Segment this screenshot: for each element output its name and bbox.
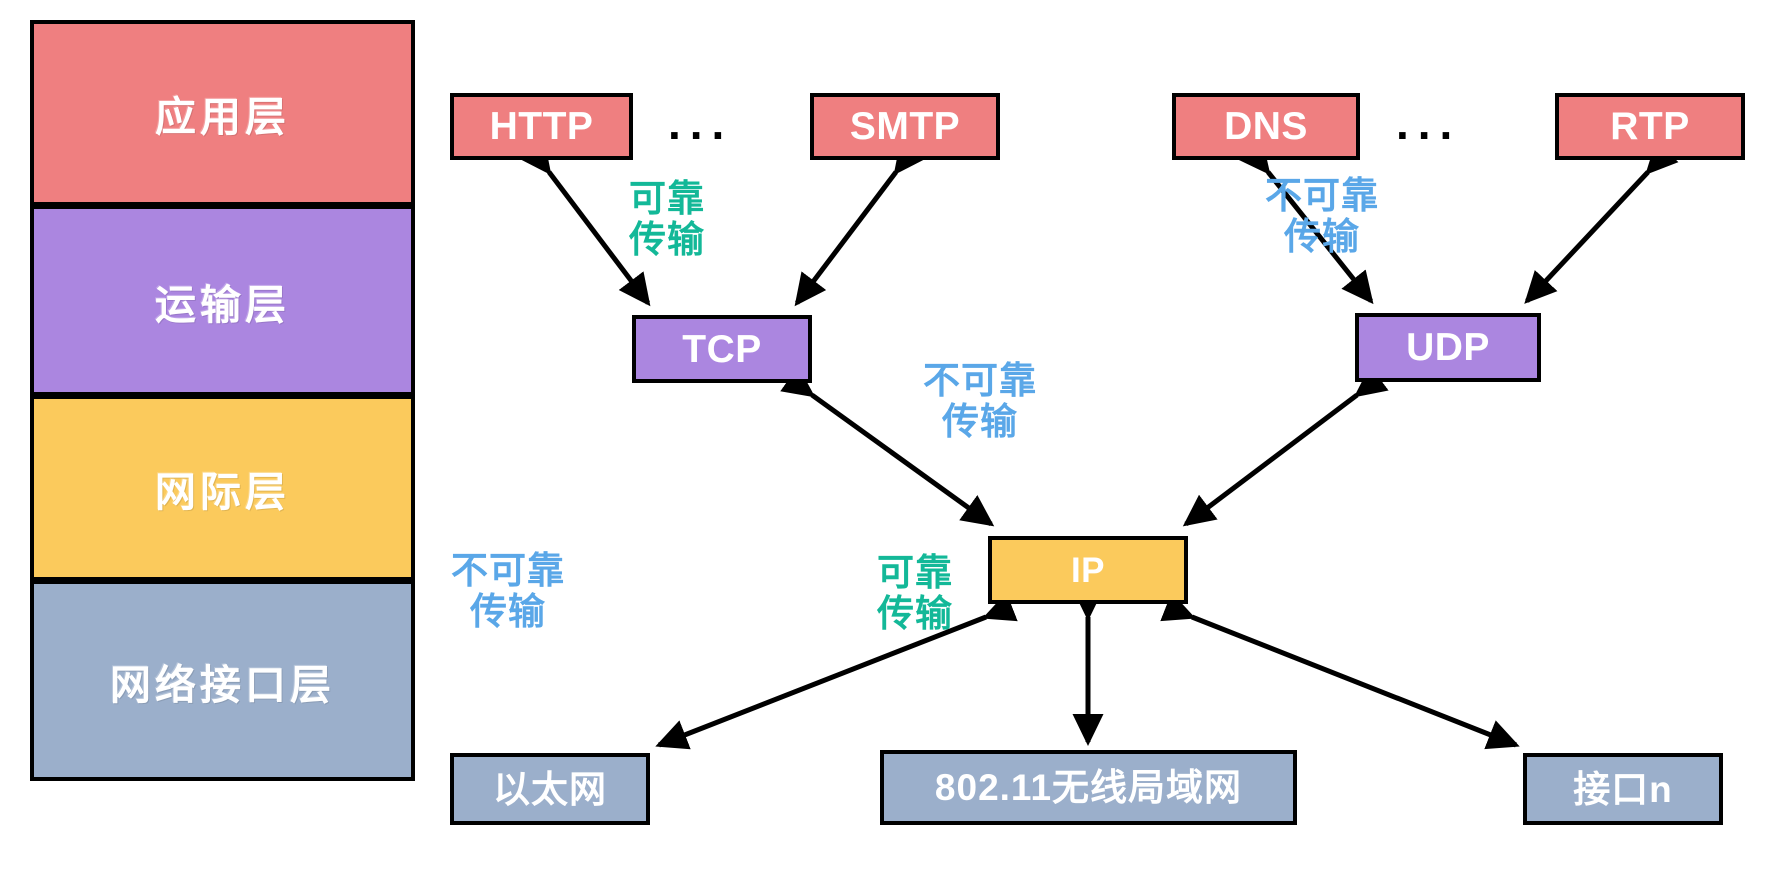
protocol-box-udp[interactable]: UDP bbox=[1355, 313, 1541, 382]
arrow-smtp-tcp bbox=[794, 140, 926, 307]
layer-internet: 网际层 bbox=[30, 395, 415, 581]
protocol-box-smtp[interactable]: SMTP bbox=[810, 93, 1000, 160]
arrow-rtp-udp bbox=[1524, 140, 1679, 304]
ellipsis-application-right: ... bbox=[1396, 97, 1462, 149]
layer-application: 应用层 bbox=[30, 20, 415, 206]
annotation-ip-unreliable-transport: 不可靠 传输 bbox=[923, 360, 1037, 443]
protocol-box-tcp[interactable]: TCP bbox=[632, 315, 812, 383]
interface-box-ethernet[interactable]: 以太网 bbox=[450, 753, 650, 825]
annotation-ethernet-unreliable-transport: 不可靠 传输 bbox=[451, 550, 565, 633]
annotation-udp-unreliable-transport: 不可靠 传输 bbox=[1265, 175, 1379, 258]
protocol-box-rtp[interactable]: RTP bbox=[1555, 93, 1745, 160]
layer-network-interface: 网络接口层 bbox=[30, 580, 415, 781]
arrow-ip-ifn bbox=[1160, 592, 1520, 750]
protocol-box-ip[interactable]: IP bbox=[988, 536, 1188, 604]
annotation-wlan-reliable-transport: 可靠 传输 bbox=[877, 552, 953, 635]
layer-transport: 运输层 bbox=[30, 205, 415, 396]
ellipsis-application-left: ... bbox=[668, 97, 734, 149]
annotation-tcp-reliable-transport: 可靠 传输 bbox=[629, 178, 705, 261]
interface-box-wlan[interactable]: 802.11无线局域网 bbox=[880, 750, 1297, 825]
protocol-box-http[interactable]: HTTP bbox=[450, 93, 633, 160]
protocol-box-dns[interactable]: DNS bbox=[1172, 93, 1360, 160]
arrow-udp-ip bbox=[1182, 365, 1389, 527]
interface-box-interface-n[interactable]: 接口n bbox=[1523, 753, 1723, 825]
arrow-ip-ethernet bbox=[655, 592, 1018, 750]
